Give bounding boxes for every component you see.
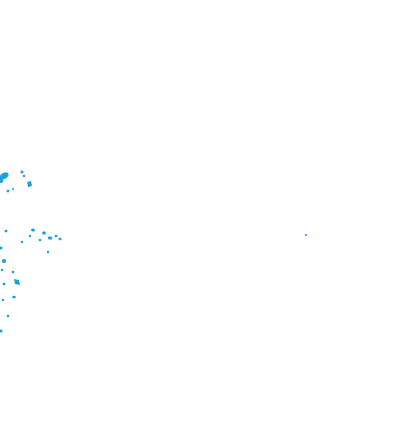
islet-6 <box>6 189 10 193</box>
islet-26 <box>1 298 5 302</box>
islet-18 <box>46 250 50 254</box>
islet-12 <box>47 236 53 240</box>
islet-9 <box>28 234 32 238</box>
islet-15 <box>20 240 24 244</box>
islet-10 <box>42 231 46 235</box>
islet-21 <box>0 268 4 272</box>
islet-2 <box>0 179 3 183</box>
islet-22 <box>11 270 15 274</box>
islet-1 <box>0 172 9 180</box>
islet-14 <box>58 237 62 241</box>
islet-7 <box>12 188 14 190</box>
islet-17 <box>0 246 3 250</box>
islet-5 <box>27 181 32 187</box>
islet-24 <box>2 282 6 286</box>
islet-25 <box>12 295 16 299</box>
islet-13 <box>54 234 58 238</box>
islet-27 <box>6 314 10 318</box>
islet-4 <box>22 174 26 178</box>
islet-23 <box>14 279 20 285</box>
islet-11 <box>38 238 42 242</box>
islet-16 <box>4 229 8 233</box>
islet-3 <box>20 170 24 174</box>
islet-28 <box>0 329 3 333</box>
islet-19 <box>304 234 308 236</box>
islet-20 <box>2 259 6 263</box>
islet-8 <box>31 228 35 232</box>
